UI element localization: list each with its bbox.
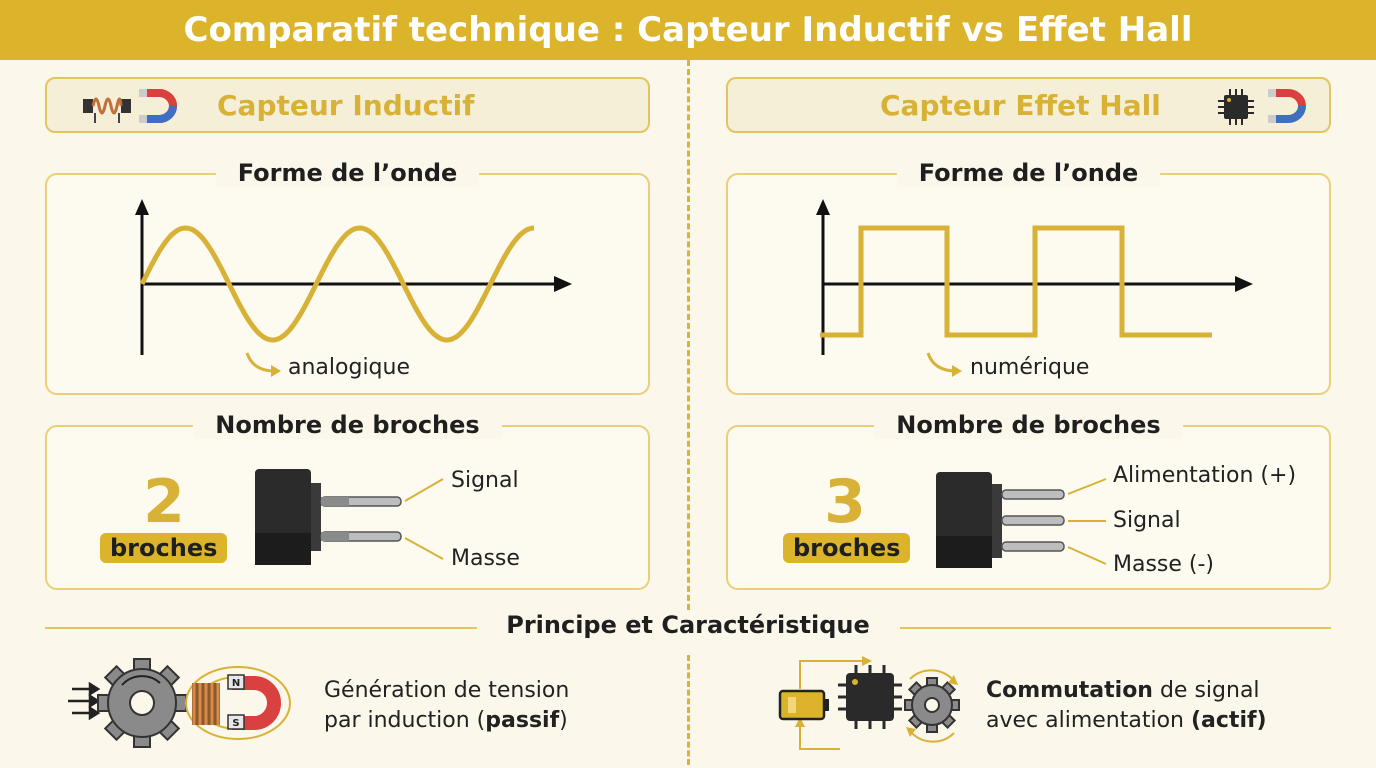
hall-header-title: Capteur Effet Hall xyxy=(880,89,1161,122)
pin-count: 2 xyxy=(143,467,185,537)
square-wave-line xyxy=(820,225,1212,338)
hall-principle-line1: Commutation de signal xyxy=(986,678,1260,703)
inductive-principle-text: Génération de tension par induction (pas… xyxy=(324,676,569,736)
motion-arrows-icon xyxy=(68,681,101,721)
waveform-title: Forme de l’onde xyxy=(215,159,480,187)
principle-title: Principe et Caractéristique xyxy=(506,611,870,639)
waveform-title: Forme de l’onde xyxy=(896,159,1161,187)
pin-unit-badge: broches xyxy=(783,533,911,563)
inductive-header: Capteur Inductif xyxy=(45,77,650,133)
pins-title: Nombre de broches xyxy=(874,411,1183,439)
pin-unit-badge: broches xyxy=(100,533,228,563)
pin-leader-lines xyxy=(404,478,444,560)
inductive-pins-panel: Nombre de broches 2 broches Signal Masse xyxy=(45,411,650,590)
gear-icon xyxy=(904,677,960,733)
center-divider-bottom xyxy=(687,655,690,765)
square-wave-plot xyxy=(816,199,1253,377)
horseshoe-magnet-icon xyxy=(139,89,177,123)
caption-arrow-icon xyxy=(926,352,957,373)
rotation-arrow-icon xyxy=(909,730,955,743)
three-pin-connector-icon xyxy=(936,472,1065,568)
pin-leader-lines xyxy=(1067,478,1107,565)
waveform-caption: numérique xyxy=(970,355,1090,380)
page-title: Comparatif technique : Capteur Inductif … xyxy=(0,0,1376,60)
hall-header: Capteur Effet Hall xyxy=(726,77,1331,133)
pins-title: Nombre de broches xyxy=(193,411,502,439)
battery-icon xyxy=(778,689,829,721)
inductive-principle-line1: Génération de tension xyxy=(324,678,570,703)
pin-label-signal: Signal xyxy=(451,468,519,493)
pin-count: 3 xyxy=(824,467,866,537)
switching-illustration xyxy=(778,656,960,750)
inductive-waveform-panel: Forme de l’onde analogique xyxy=(45,159,650,395)
induction-illustration: N S xyxy=(68,658,291,748)
pin-label-ground: Masse (-) xyxy=(1113,552,1215,577)
chip-icon xyxy=(838,665,902,729)
horseshoe-magnet-icon xyxy=(1268,89,1306,123)
rotation-arrow-icon xyxy=(909,669,955,682)
inductive-header-title: Capteur Inductif xyxy=(217,89,475,122)
section-rule-right xyxy=(900,627,1331,629)
coil-icon xyxy=(83,97,131,123)
hall-principle-line2: avec alimentation (actif) xyxy=(986,708,1267,733)
pin-label-power: Alimentation (+) xyxy=(1113,463,1297,488)
pin-label-ground: Masse xyxy=(451,546,520,571)
magnet-north-label: N xyxy=(232,678,240,689)
gear-icon xyxy=(97,658,187,748)
coil-icon xyxy=(192,683,220,725)
pin-label-signal: Signal xyxy=(1113,508,1181,533)
horseshoe-magnet-icon: N S xyxy=(227,674,281,730)
sine-wave-plot xyxy=(135,199,572,377)
inductive-principle-line2: par induction (passif) xyxy=(324,708,568,733)
hall-pins-panel: Nombre de broches 3 broches Alimentation… xyxy=(726,411,1331,590)
two-pin-connector-icon xyxy=(255,469,402,565)
hall-principle-text: Commutation de signal avec alimentation … xyxy=(986,676,1267,736)
hall-waveform-panel: Forme de l’onde numérique xyxy=(726,159,1331,395)
caption-arrow-icon xyxy=(245,352,276,373)
chip-icon xyxy=(1218,89,1254,125)
center-divider xyxy=(687,60,690,610)
sine-wave-line xyxy=(139,225,535,343)
magnet-south-label: S xyxy=(232,718,239,729)
section-rule-left xyxy=(45,627,477,629)
waveform-caption: analogique xyxy=(288,355,410,380)
